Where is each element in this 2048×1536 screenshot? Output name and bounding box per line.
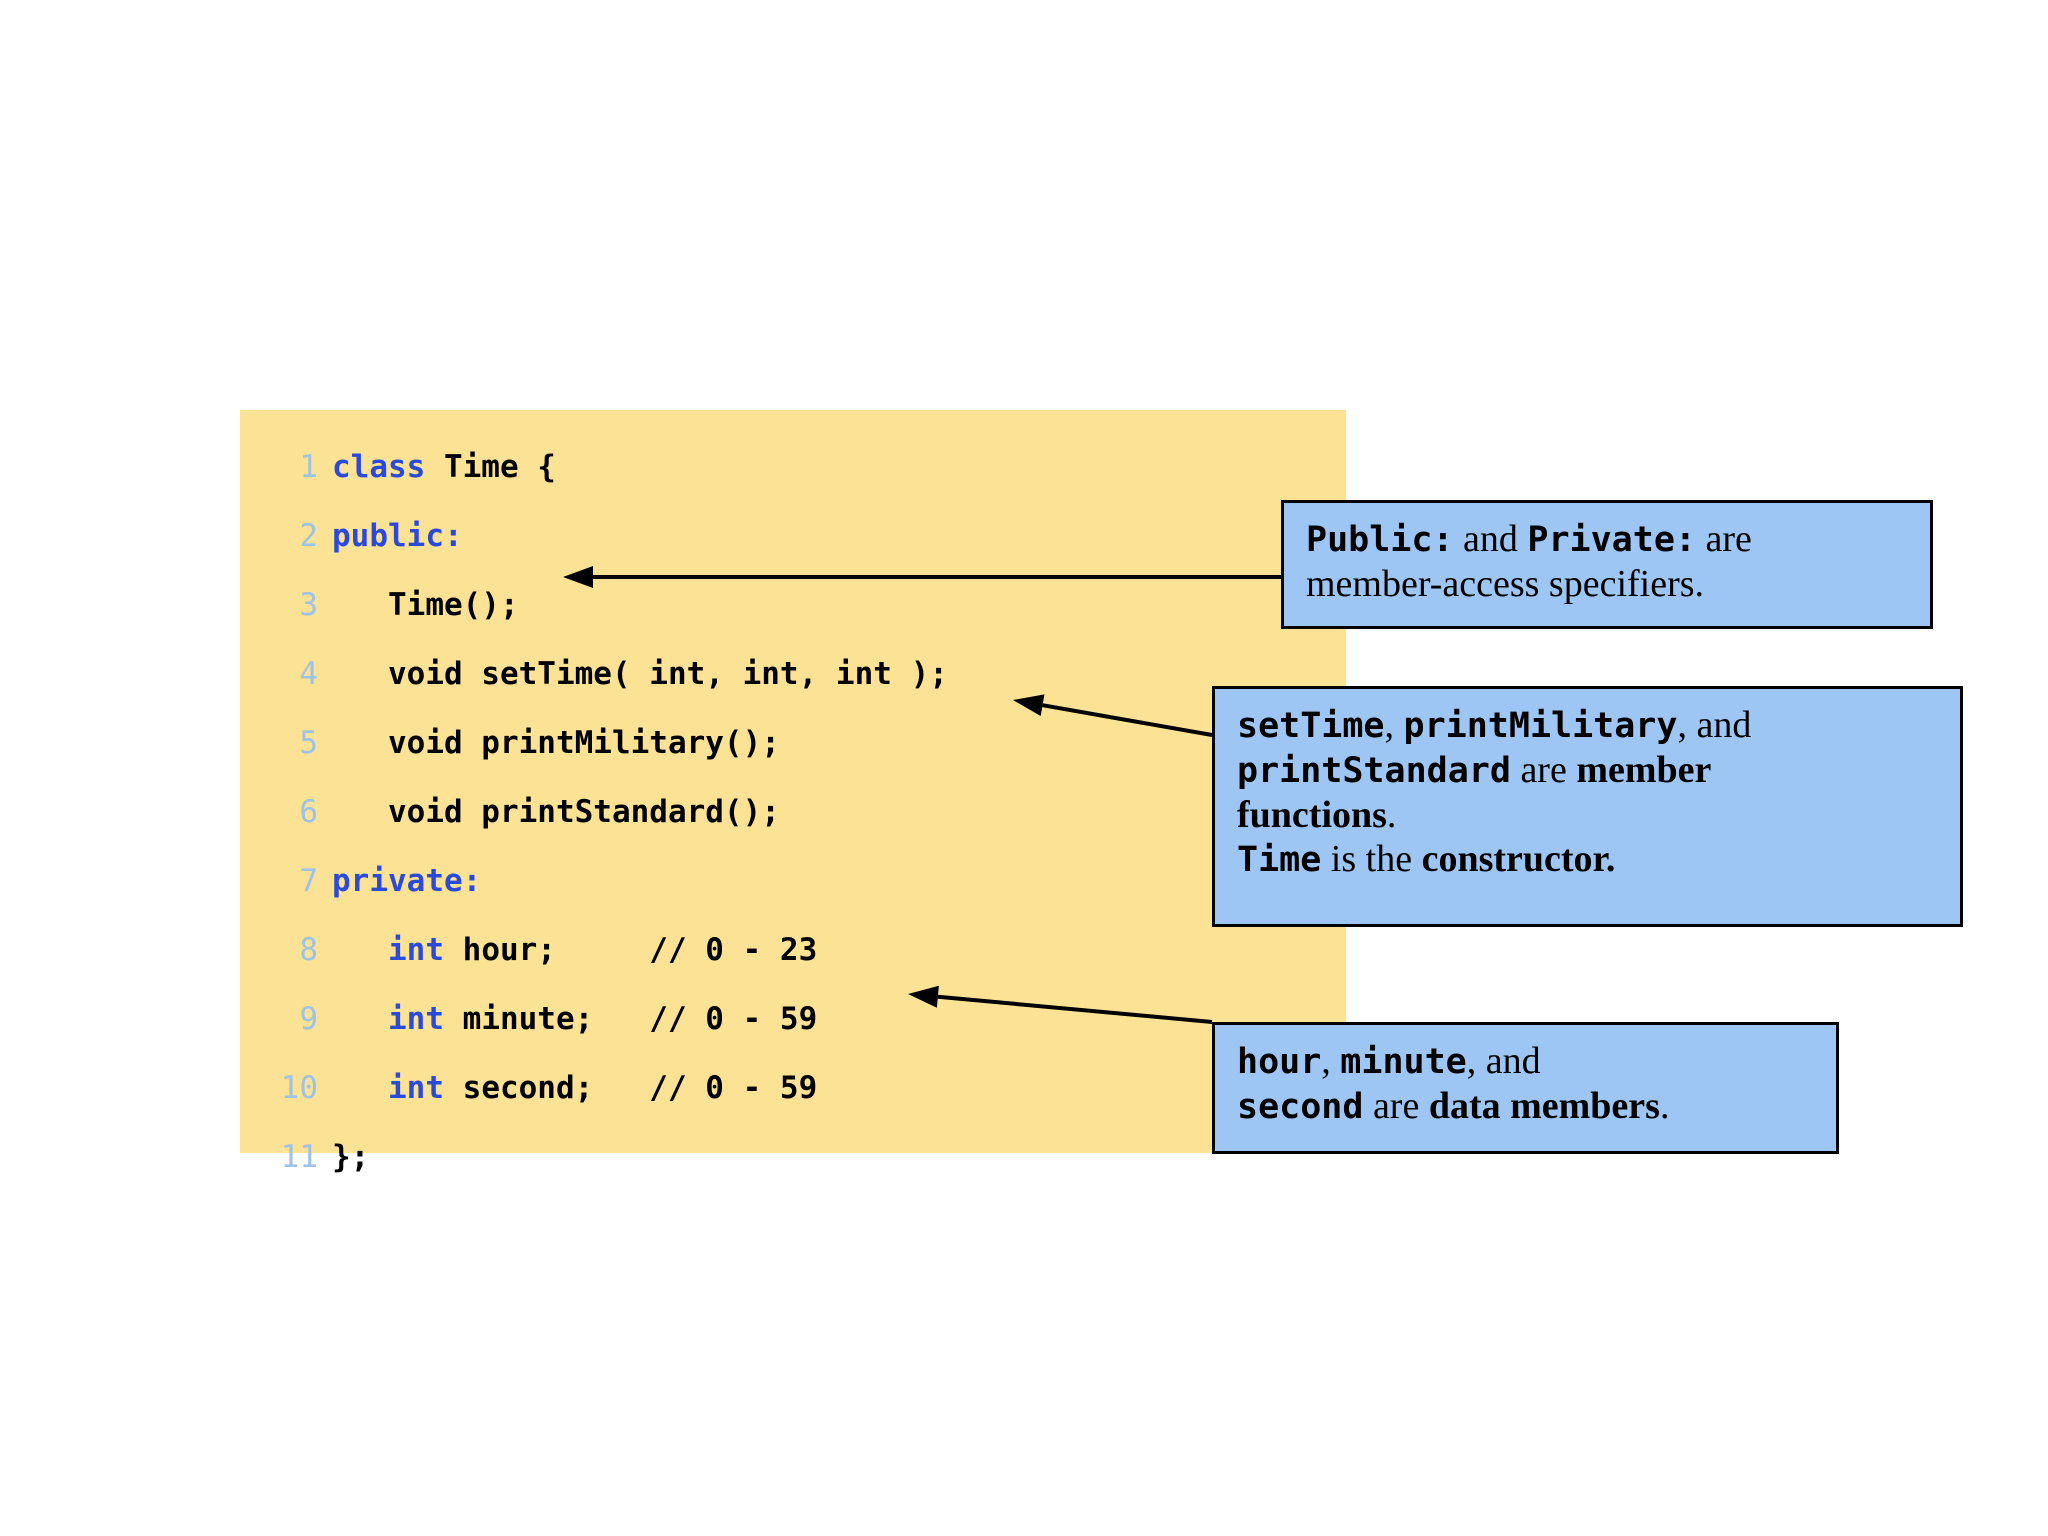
code-line: 4 void setTime( int, int, int ); xyxy=(240,639,1346,708)
line-number: 10 xyxy=(280,1069,318,1106)
line-number: 9 xyxy=(299,1000,318,1037)
code-line: 8 int hour; // 0 - 23 xyxy=(240,915,1346,984)
code-token: Time { xyxy=(443,448,556,485)
callout-text-span: member xyxy=(1576,748,1712,791)
line-number: 2 xyxy=(299,517,318,554)
callout-text-span: . xyxy=(1659,1084,1670,1127)
code-token: Time(); xyxy=(332,586,519,623)
line-number: 11 xyxy=(280,1138,318,1175)
callout-line: Time is the constructor. xyxy=(1237,837,1942,882)
code-line-text: void printStandard(); xyxy=(332,794,780,830)
callout-text-span: functions xyxy=(1237,793,1387,836)
code-token: void printMilitary(); xyxy=(332,724,780,761)
code-line: 1 class Time { xyxy=(240,432,1346,501)
callout-text-span: is the xyxy=(1321,838,1422,881)
code-line-text: private: xyxy=(332,863,481,899)
callout-text-span: are xyxy=(1510,748,1577,791)
code-line: 5 void printMilitary(); xyxy=(240,708,1346,777)
code-line: 7 private: xyxy=(240,846,1346,915)
code-token: public: xyxy=(332,517,463,554)
callout-text-span: are xyxy=(1695,518,1752,560)
callout-text-span: setTime xyxy=(1237,706,1385,746)
callout-text-span: . xyxy=(1386,793,1397,836)
code-token: class xyxy=(332,448,444,485)
line-number: 5 xyxy=(299,724,318,761)
code-token: }; xyxy=(332,1138,370,1175)
line-number: 1 xyxy=(299,448,318,485)
callout-line: printStandard are member xyxy=(1237,748,1942,793)
callout-text-span: minute xyxy=(1340,1042,1467,1082)
callout-line: second are data members. xyxy=(1237,1084,1818,1129)
code-line-text: class Time { xyxy=(332,449,556,485)
callout-text-span: , and xyxy=(1677,704,1752,746)
callout-text-span: Public: xyxy=(1306,520,1454,560)
callout-text-span: printStandard xyxy=(1237,750,1511,791)
code-line-text: int second; // 0 - 59 xyxy=(332,1070,817,1106)
code-line: 11}; xyxy=(240,1122,1346,1191)
line-number: 7 xyxy=(299,862,318,899)
code-line-text: void printMilitary(); xyxy=(332,725,780,761)
code-line-text: Time(); xyxy=(332,587,519,623)
callout-line: functions. xyxy=(1237,793,1942,838)
code-line: 3 Time(); xyxy=(240,570,1346,639)
callout-text-span: hour xyxy=(1237,1042,1322,1082)
code-line-text: int minute; // 0 - 59 xyxy=(332,1001,817,1037)
code-line: 10 int second; // 0 - 59 xyxy=(240,1053,1346,1122)
callout-text-span: Private: xyxy=(1527,520,1696,560)
code-line-text: public: xyxy=(332,518,463,554)
callout-line: setTime, printMilitary, and xyxy=(1237,703,1942,748)
callout-line: Public: and Private: are xyxy=(1306,517,1912,562)
line-number: 3 xyxy=(299,586,318,623)
code-token: void setTime( int, int, int ); xyxy=(332,655,948,692)
callout-text-span: constructor. xyxy=(1421,838,1616,881)
line-number: 6 xyxy=(299,793,318,830)
code-token: void printStandard(); xyxy=(332,793,780,830)
code-line: 6 void printStandard(); xyxy=(240,777,1346,846)
code-line: 9 int minute; // 0 - 59 xyxy=(240,984,1346,1053)
code-line-text: }; xyxy=(332,1139,369,1175)
code-token: second; // 0 - 59 xyxy=(462,1069,818,1106)
code-line-text: void setTime( int, int, int ); xyxy=(332,656,948,692)
callout-text-span: second xyxy=(1237,1086,1364,1127)
callout-text-span: are xyxy=(1363,1084,1429,1127)
code-token: int xyxy=(332,931,463,968)
callout-line: hour, minute, and xyxy=(1237,1039,1818,1084)
code-token: int xyxy=(332,1069,463,1106)
callout-text-span: printMilitary xyxy=(1403,706,1678,746)
code-line: 2 public: xyxy=(240,501,1346,570)
line-number: 8 xyxy=(299,931,318,968)
callout-text-span: , xyxy=(1321,1040,1341,1082)
code-line-text: int hour; // 0 - 23 xyxy=(332,932,817,968)
callout-line: member-access specifiers. xyxy=(1306,562,1912,607)
callout-text-span: member-access specifiers. xyxy=(1306,562,1705,605)
callout-text-span: data members xyxy=(1428,1084,1660,1127)
callout-text-span: , xyxy=(1384,704,1404,746)
code-token: hour; // 0 - 23 xyxy=(462,931,818,968)
code-token: int xyxy=(332,1000,463,1037)
callout-text-span: , and xyxy=(1466,1040,1541,1082)
callout-text-span: and xyxy=(1453,518,1528,560)
code-token: private: xyxy=(332,862,482,899)
callout-text-span: Time xyxy=(1237,840,1322,881)
line-number: 4 xyxy=(299,655,318,692)
code-token: minute; // 0 - 59 xyxy=(462,1000,818,1037)
